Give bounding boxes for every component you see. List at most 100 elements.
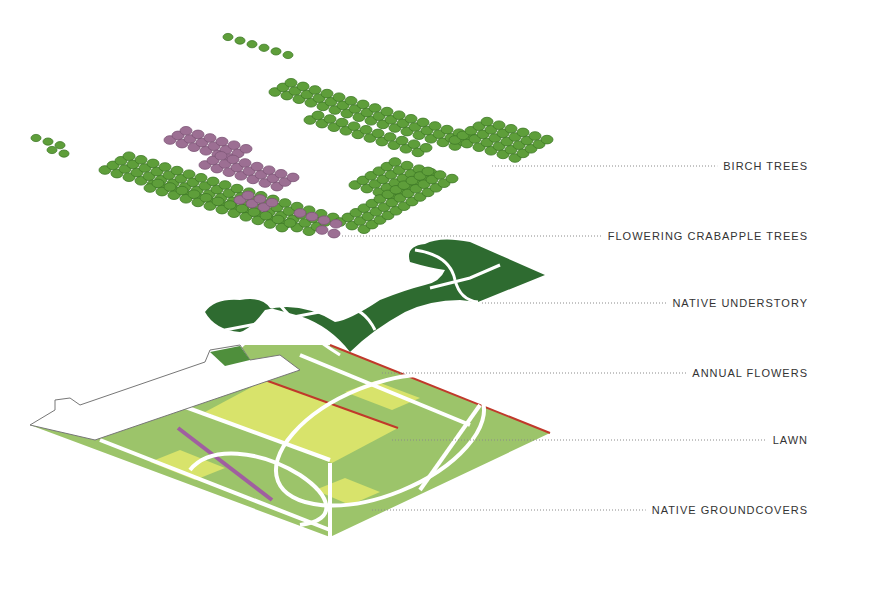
birch-tree bbox=[408, 140, 420, 149]
crabapple-tree bbox=[227, 155, 239, 164]
understory-layer bbox=[205, 239, 545, 355]
crabapple-tree bbox=[180, 126, 192, 135]
crabapple-tree bbox=[316, 226, 328, 235]
birch-tree bbox=[389, 158, 401, 167]
groundcover-plane bbox=[30, 345, 550, 537]
birch-tree bbox=[372, 129, 384, 138]
planting-bed bbox=[210, 346, 250, 366]
layer-label: BIRCH TREES bbox=[723, 160, 808, 173]
birch-tree bbox=[541, 135, 553, 144]
birch-tree bbox=[381, 107, 393, 116]
birch-tree bbox=[434, 171, 446, 180]
crabapple-tree bbox=[318, 216, 330, 225]
tree-layer bbox=[31, 33, 553, 238]
crabapple-tree bbox=[306, 212, 318, 221]
birch-tree bbox=[441, 125, 453, 134]
birch-tree bbox=[422, 167, 434, 176]
birch-tree bbox=[59, 150, 69, 157]
birch-tree bbox=[200, 193, 212, 202]
birch-tree bbox=[309, 86, 321, 95]
crabapple-tree bbox=[228, 141, 240, 150]
birch-tree bbox=[43, 138, 53, 145]
crabapple-tree bbox=[287, 173, 299, 182]
crabapple-tree bbox=[192, 130, 204, 139]
layer-label: NATIVE UNDERSTORY bbox=[672, 297, 808, 310]
birch-tree bbox=[396, 136, 408, 145]
birch-tree bbox=[55, 142, 65, 149]
birch-tree bbox=[429, 122, 441, 131]
birch-tree bbox=[123, 152, 135, 161]
birch-tree bbox=[259, 44, 269, 51]
birch-tree bbox=[207, 177, 219, 186]
crabapple-tree bbox=[254, 195, 266, 204]
birch-tree bbox=[405, 114, 417, 123]
crabapple-tree bbox=[242, 191, 254, 200]
crabapple-tree bbox=[215, 151, 227, 160]
birch-tree bbox=[529, 132, 541, 141]
birch-tree bbox=[247, 41, 257, 48]
leader-line bbox=[382, 373, 686, 374]
paths bbox=[100, 348, 503, 537]
birch-tree bbox=[195, 173, 207, 182]
birch-tree bbox=[336, 118, 348, 127]
birch-tree bbox=[505, 124, 517, 133]
crabapple-tree bbox=[328, 229, 340, 238]
birch-tree bbox=[219, 181, 231, 190]
birch-tree bbox=[235, 37, 245, 44]
birch-tree bbox=[517, 128, 529, 137]
birch-tree bbox=[183, 170, 195, 179]
birch-tree bbox=[31, 134, 41, 141]
birch-tree bbox=[333, 93, 345, 102]
birch-tree bbox=[135, 155, 147, 164]
crabapple-tree bbox=[275, 169, 287, 178]
crabapple-tree bbox=[204, 134, 216, 143]
birch-tree bbox=[297, 82, 309, 91]
birch-tree bbox=[188, 190, 200, 199]
birch-tree bbox=[260, 211, 272, 220]
birch-tree bbox=[47, 146, 57, 153]
birch-tree bbox=[321, 89, 333, 98]
birch-tree bbox=[360, 125, 372, 134]
birch-tree bbox=[348, 122, 360, 131]
crabapple-tree bbox=[263, 166, 275, 175]
birch-tree bbox=[223, 33, 233, 40]
birch-tree bbox=[147, 159, 159, 168]
birch-tree bbox=[272, 215, 284, 224]
birch-tree bbox=[171, 166, 183, 175]
birch-tree bbox=[164, 183, 176, 192]
building-footprint bbox=[30, 345, 300, 440]
layer-label: LAWN bbox=[773, 434, 808, 447]
birch-tree bbox=[324, 115, 336, 124]
birch-tree bbox=[446, 174, 458, 183]
birch-tree bbox=[417, 118, 429, 127]
birch-tree bbox=[369, 104, 381, 113]
leader-line bbox=[492, 166, 717, 167]
leader-line bbox=[342, 236, 602, 237]
birch-tree bbox=[159, 163, 171, 172]
crabapple-tree bbox=[239, 159, 251, 168]
leader-line bbox=[482, 303, 666, 304]
leader-line bbox=[372, 510, 646, 511]
crabapple-tree bbox=[294, 209, 306, 218]
layer-label: ANNUAL FLOWERS bbox=[692, 367, 808, 380]
birch-tree bbox=[357, 100, 369, 109]
birch-tree bbox=[401, 161, 413, 170]
birch-tree bbox=[271, 48, 281, 55]
paths bbox=[225, 250, 500, 355]
crabapple-tree bbox=[251, 162, 263, 171]
layer-label: NATIVE GROUNDCOVERS bbox=[652, 504, 808, 517]
native-understory bbox=[205, 239, 545, 352]
leader-line bbox=[392, 440, 767, 441]
birch-tree bbox=[493, 121, 505, 130]
ground-layer bbox=[30, 345, 550, 537]
birch-tree bbox=[152, 179, 164, 188]
birch-tree bbox=[212, 197, 224, 206]
birch-tree bbox=[393, 111, 405, 120]
lawn-area bbox=[345, 381, 420, 410]
birch-tree bbox=[345, 96, 357, 105]
birch-tree bbox=[420, 143, 432, 152]
birch-tree bbox=[384, 133, 396, 142]
birch-tree bbox=[285, 78, 297, 87]
birch-tree bbox=[231, 184, 243, 193]
crabapple-tree bbox=[330, 219, 342, 228]
